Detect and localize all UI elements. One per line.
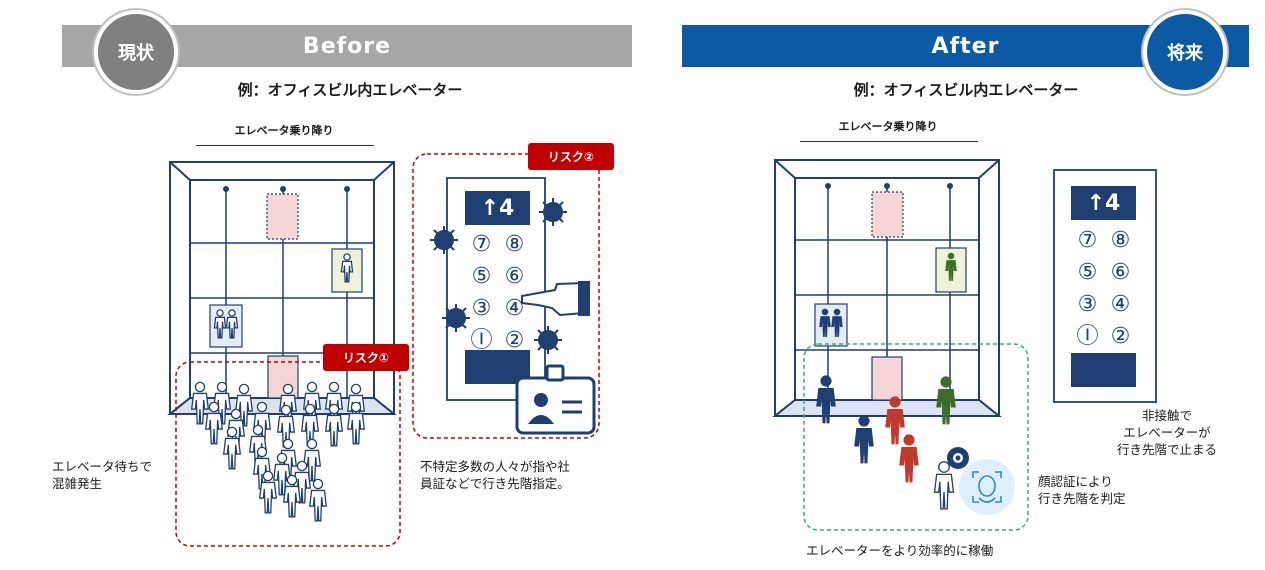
crowd-person-icon — [308, 478, 328, 522]
before-caption-left-line2: 混雑発生 — [52, 476, 103, 491]
after-caption-panel-line2: エレベーターが — [1123, 425, 1211, 440]
before-section-underline — [196, 145, 374, 146]
crowd-person-icon — [204, 401, 224, 445]
before-button-panel — [446, 177, 546, 401]
crowd-person-icon — [282, 474, 302, 518]
after-section-underline — [800, 141, 978, 142]
crowd-person-icon — [346, 401, 366, 445]
before-floor-button: ③ — [471, 296, 492, 321]
waiting-person-icon — [885, 396, 905, 445]
before-floor-button: ② — [504, 328, 525, 353]
before-car-people — [213, 253, 354, 339]
before-subtitle: 例：オフィスビル内エレベーター — [237, 81, 463, 99]
crowd-person-icon — [234, 383, 254, 427]
after-badge: 将来 — [1143, 10, 1227, 94]
after-caption-face: 顔認証により 行き先階を判定 — [1038, 473, 1168, 507]
after-floor-button: ④ — [1110, 292, 1131, 317]
before-caption-left: エレベータ待ちで 混雑発生 — [52, 458, 182, 492]
before-badge-label: 現状 — [118, 43, 154, 64]
after-caption-bottom: エレベーターをより効率的に稼働 — [806, 543, 994, 558]
after-caption-face-line1: 顔認証により — [1038, 474, 1113, 489]
after-efficiency-area — [803, 343, 1029, 531]
before-virus-icons — [430, 198, 567, 354]
crowd-person-icon — [324, 403, 344, 447]
crowd-person-icon — [302, 438, 322, 482]
after-floor-button: Ⓘ — [1076, 324, 1099, 349]
after-caption-face-line2: 行き先階を判定 — [1038, 491, 1126, 506]
passenger-icon — [819, 308, 831, 337]
after-floor-button: ⑤ — [1077, 260, 1098, 285]
passenger-icon — [945, 252, 957, 281]
after-panel-display: ↑4 — [1086, 190, 1121, 216]
waiting-person-icon — [854, 415, 874, 464]
after-subtitle: 例：オフィスビル内エレベーター — [853, 81, 1079, 99]
after-cable-pulleys — [825, 183, 953, 189]
after-floor-button: ⑧ — [1110, 228, 1131, 253]
before-panel-display: ↑4 — [480, 195, 515, 221]
before-pointing-hand-icon — [521, 281, 590, 317]
before-badge: 現状 — [94, 10, 178, 94]
waiting-person-icon — [816, 375, 836, 424]
before-id-card-icon — [515, 364, 596, 435]
crowd-person-icon — [300, 403, 320, 447]
scanned-person-icon — [933, 461, 955, 510]
passenger-icon — [225, 309, 239, 339]
before-floor-button: ⑦ — [471, 232, 492, 257]
after-title: After — [931, 33, 1000, 59]
after-floor-button: ⑥ — [1110, 260, 1131, 285]
before-risk2-tag: リスク② — [528, 143, 614, 170]
before-floor-button: ⑤ — [471, 264, 492, 289]
after-floor-button: ② — [1110, 324, 1131, 349]
before-risk1-area — [175, 361, 401, 547]
before-caption-left-line1: エレベータ待ちで — [52, 459, 153, 474]
after-people — [816, 375, 956, 510]
after-floor-button: ⑦ — [1077, 228, 1098, 253]
before-caption-right: 不特定多数の人々が指や社 員証などで行き先階指定。 — [420, 458, 620, 492]
after-button-panel — [1053, 169, 1157, 403]
passenger-icon — [340, 253, 354, 283]
passenger-icon — [213, 309, 227, 339]
crowd-person-icon — [190, 381, 210, 425]
before-floor-button: Ⓘ — [470, 328, 493, 353]
waiting-person-icon — [899, 434, 919, 483]
after-car-people — [819, 252, 957, 337]
before-floor-button: ⑥ — [504, 264, 525, 289]
before-floor-button: ⑧ — [504, 232, 525, 257]
before-title: Before — [302, 33, 392, 59]
before-caption-right-line1: 不特定多数の人々が指や社 — [420, 459, 571, 474]
waiting-person-icon — [936, 376, 956, 425]
crowd-person-icon — [222, 426, 242, 470]
crowd-person-icon — [258, 470, 278, 514]
crowd-person-icon — [212, 381, 232, 425]
after-section-label: エレベータ乗り降り — [838, 120, 938, 133]
before-risk1-tag: リスク① — [323, 344, 409, 371]
after-caption-panel: 非接触で エレベーターが 行き先階で止まる — [1082, 407, 1252, 458]
camera-icon — [947, 447, 969, 469]
before-risk2-area — [412, 153, 600, 439]
face-recognition-icon — [959, 459, 1015, 515]
before-crowd — [190, 381, 366, 522]
before-floor-button: ④ — [504, 296, 525, 321]
after-floor-button: ③ — [1077, 292, 1098, 317]
before-caption-right-line2: 員証などで行き先階指定。 — [420, 476, 570, 491]
before-section-label: エレベータ乗り降り — [234, 124, 334, 137]
after-caption-panel-line3: 行き先階で止まる — [1116, 442, 1217, 457]
passenger-icon — [831, 308, 843, 337]
after-badge-label: 将来 — [1167, 43, 1203, 64]
before-cable-pulleys — [223, 186, 350, 192]
after-caption-panel-line1: 非接触で — [1141, 408, 1192, 423]
